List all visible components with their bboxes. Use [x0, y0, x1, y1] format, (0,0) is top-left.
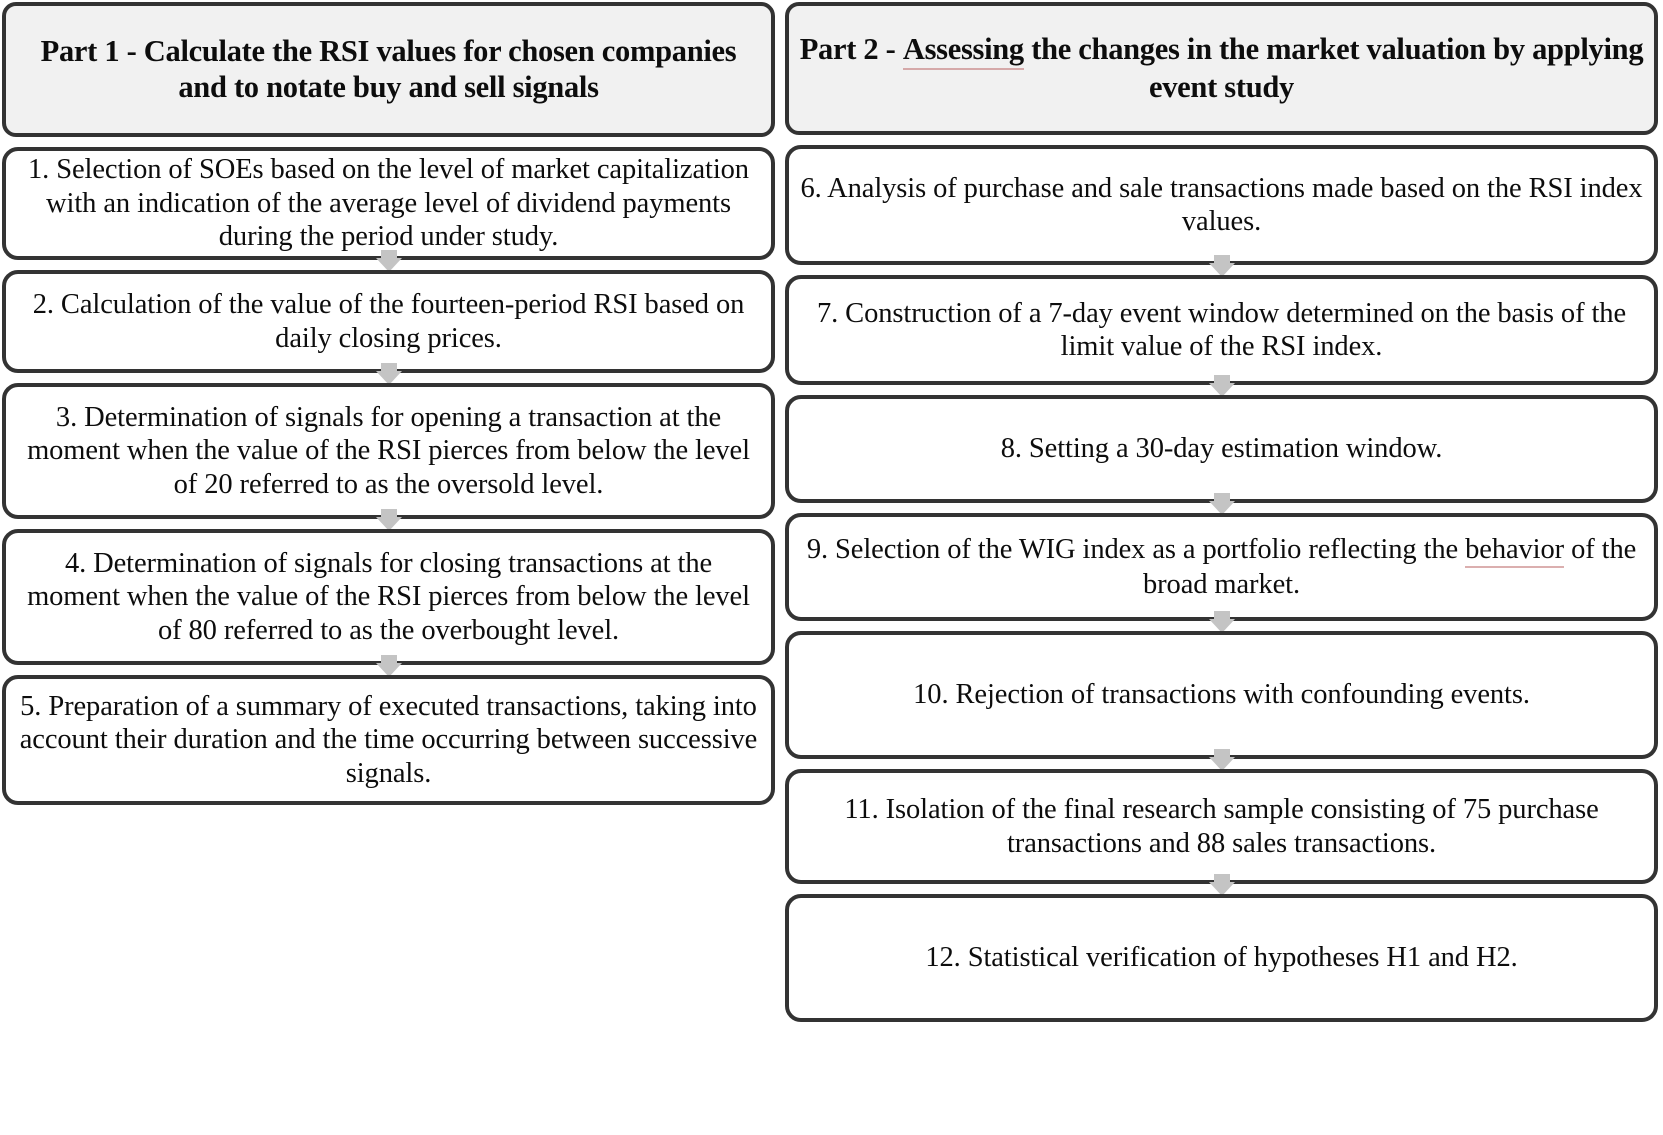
step-9-label: 9. Selection of the WIG index as a portf… [806, 533, 1637, 600]
down-arrow-icon [1208, 749, 1235, 771]
step-8-label: 8. Setting a 30-day estimation window. [1000, 433, 1443, 465]
step-1-box: 1. Selection of SOEs based on the level … [2, 147, 775, 260]
step-1-label: 1. Selection of SOEs based on the level … [28, 154, 749, 253]
step-3-label: 3. Determination of signals for opening … [27, 401, 750, 500]
flowchart-column-part-1: Part 1 - Calculate the RSI values for ch… [0, 0, 779, 815]
step-12-label: 12. Statistical verification of hypothes… [925, 942, 1518, 974]
down-arrow-icon [1208, 611, 1235, 633]
step-7-label: 7. Construction of a 7-day event window … [816, 297, 1627, 362]
step-8-box: 8. Setting a 30-day estimation window. [785, 395, 1658, 503]
down-arrow-icon [1208, 375, 1235, 397]
step-10-label: 10. Rejection of transactions with confo… [913, 679, 1530, 711]
down-arrow-icon [1208, 493, 1235, 515]
step-11-label: 11. Isolation of the final research samp… [844, 794, 1599, 859]
step-2-box: 2. Calculation of the value of the fourt… [2, 270, 775, 373]
flowchart-column-part-2: Part 2 - Assessing the changes in the ma… [779, 0, 1663, 1032]
down-arrow-icon [375, 250, 402, 272]
step-6-label: 6. Analysis of purchase and sale transac… [800, 172, 1643, 237]
step-9-box: 9. Selection of the WIG index as a portf… [785, 513, 1658, 621]
step-3-box: 3. Determination of signals for opening … [2, 383, 775, 519]
step-2-label: 2. Calculation of the value of the fourt… [32, 289, 745, 354]
spellcheck-underline: behavior [1465, 533, 1564, 568]
step-4-box: 4. Determination of signals for closing … [2, 529, 775, 665]
step-7-box: 7. Construction of a 7-day event window … [785, 275, 1658, 385]
step-5-box: 5. Preparation of a summary of executed … [2, 675, 775, 805]
step-10-box: 10. Rejection of transactions with confo… [785, 631, 1658, 759]
step-6-box: 6. Analysis of purchase and sale transac… [785, 145, 1658, 265]
step-4-label: 4. Determination of signals for closing … [27, 547, 750, 646]
down-arrow-icon [375, 655, 402, 677]
step-12-box: 12. Statistical verification of hypothes… [785, 894, 1658, 1022]
step-5-label: 5. Preparation of a summary of executed … [19, 690, 758, 789]
down-arrow-icon [1208, 255, 1235, 277]
down-arrow-icon [375, 509, 402, 531]
spellcheck-underline: Assessing [902, 32, 1024, 70]
part-2-header-box: Part 2 - Assessing the changes in the ma… [785, 2, 1658, 135]
part-1-header-label: Part 1 - Calculate the RSI values for ch… [40, 33, 737, 104]
part-1-header-box: Part 1 - Calculate the RSI values for ch… [2, 2, 775, 137]
step-11-box: 11. Isolation of the final research samp… [785, 769, 1658, 884]
part-2-header-label: Part 2 - Assessing the changes in the ma… [799, 31, 1644, 104]
down-arrow-icon [1208, 874, 1235, 896]
down-arrow-icon [375, 363, 402, 385]
